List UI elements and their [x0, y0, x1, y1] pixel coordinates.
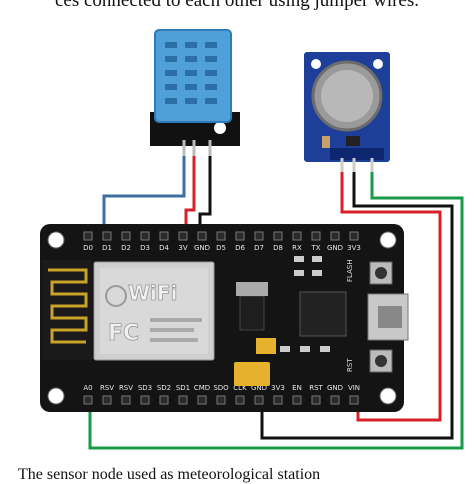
capacitor [256, 338, 276, 354]
intro-text: ces connected to each other using jumper… [54, 0, 420, 11]
pcb-antenna [42, 260, 92, 360]
top-pin-label: D0 [83, 244, 93, 252]
wire-black-dht-gnd [198, 150, 212, 236]
wire-red-gas-vcc [340, 168, 442, 422]
top-pin [159, 231, 169, 241]
bottom-pin-label: CMD [194, 384, 210, 392]
top-pin-label: 3V3 [347, 244, 361, 252]
bottom-pin [197, 395, 207, 405]
dht-mount-hole [214, 122, 226, 134]
top-pin-label: D7 [254, 244, 264, 252]
flash-label: FLASH [346, 259, 354, 282]
top-pin [235, 231, 245, 241]
bottom-pin [292, 395, 302, 405]
bottom-pin-label: SD2 [157, 384, 171, 392]
top-pin-label: GND [327, 244, 343, 252]
top-pin [273, 231, 283, 241]
top-pin-label: D6 [235, 244, 245, 252]
gas-sensor-mesh [321, 70, 373, 122]
bottom-pin-label: GND [327, 384, 343, 392]
wire-blue-dht-data [102, 150, 186, 236]
top-pin [102, 231, 112, 241]
bottom-pin [140, 395, 150, 405]
top-pin-label: D2 [121, 244, 131, 252]
bottom-pin [349, 395, 359, 405]
dht-grille [165, 42, 217, 104]
bottom-pin-label: A0 [83, 384, 92, 392]
bottom-pin [102, 395, 112, 405]
bottom-pin [330, 395, 340, 405]
wires [88, 150, 464, 450]
bottom-pin-label: EN [292, 384, 302, 392]
bottom-pin-label: GND [251, 384, 267, 392]
top-pin-header: D0 D1 D2 D3 D4 3V GND D5 D6 D7 D8 RX TX GND 3V3 [83, 231, 361, 252]
top-pin [254, 231, 264, 241]
dht-sensor [150, 29, 240, 156]
top-pin [311, 231, 321, 241]
bottom-pin-label: SD3 [138, 384, 152, 392]
bottom-pin-label: SDO [213, 384, 229, 392]
top-pin-label: D8 [273, 244, 283, 252]
top-pin-label: GND [194, 244, 210, 252]
top-pin [83, 231, 93, 241]
esp-module: WiFi FC [93, 261, 215, 361]
top-pin [197, 231, 207, 241]
nodemcu-board: D0 D1 D2 D3 D4 3V GND D5 D6 D7 D8 RX TX GND 3V3 A0 RSV R… [40, 224, 409, 412]
top-pin-label: RX [292, 244, 302, 252]
bottom-pin [273, 395, 283, 405]
top-pin-label: D4 [159, 244, 169, 252]
fc-mark: FC [108, 321, 139, 346]
wire-green-gas-signal [88, 168, 464, 450]
rst-label: RST [346, 358, 354, 372]
bottom-pin [311, 395, 321, 405]
bottom-pin-label: RST [309, 384, 323, 392]
voltage-regulator [239, 295, 265, 331]
bottom-pin-label: SD1 [176, 384, 190, 392]
bottom-pin [83, 395, 93, 405]
top-pin-label: D5 [216, 244, 226, 252]
figure-caption: The sensor node used as meteorological s… [18, 466, 321, 483]
bottom-pin [235, 395, 245, 405]
bottom-pin [121, 395, 131, 405]
dht-pins [182, 140, 212, 156]
bottom-pin-label: RSV [119, 384, 133, 392]
top-pin [349, 231, 359, 241]
top-pin [330, 231, 340, 241]
bottom-pin-label: 3V3 [271, 384, 285, 392]
top-pin [140, 231, 150, 241]
bottom-pin [178, 395, 188, 405]
top-pin-label: 3V [178, 244, 187, 252]
top-pin [178, 231, 188, 241]
wifi-logo: WiFi [128, 281, 177, 305]
wire-red-dht-vcc [184, 150, 196, 236]
bottom-pin [159, 395, 169, 405]
bottom-pin [254, 395, 264, 405]
top-pin [292, 231, 302, 241]
gas-sensor [304, 52, 390, 172]
usb-serial-chip [299, 291, 347, 337]
bottom-pin [216, 395, 226, 405]
bottom-pin-label: CLK [233, 384, 247, 392]
top-pin-label: D1 [102, 244, 112, 252]
gas-pins [340, 158, 374, 172]
tantalum-capacitor [234, 362, 270, 386]
top-pin-label: TX [310, 244, 320, 252]
bottom-pin-label: RSV [100, 384, 114, 392]
board-components: FLASH RST [234, 256, 409, 386]
bottom-pin-label: VIN [348, 384, 360, 392]
wire-black-gas-gnd [260, 168, 454, 440]
top-pin [216, 231, 226, 241]
top-pin [121, 231, 131, 241]
top-pin-label: D3 [140, 244, 150, 252]
